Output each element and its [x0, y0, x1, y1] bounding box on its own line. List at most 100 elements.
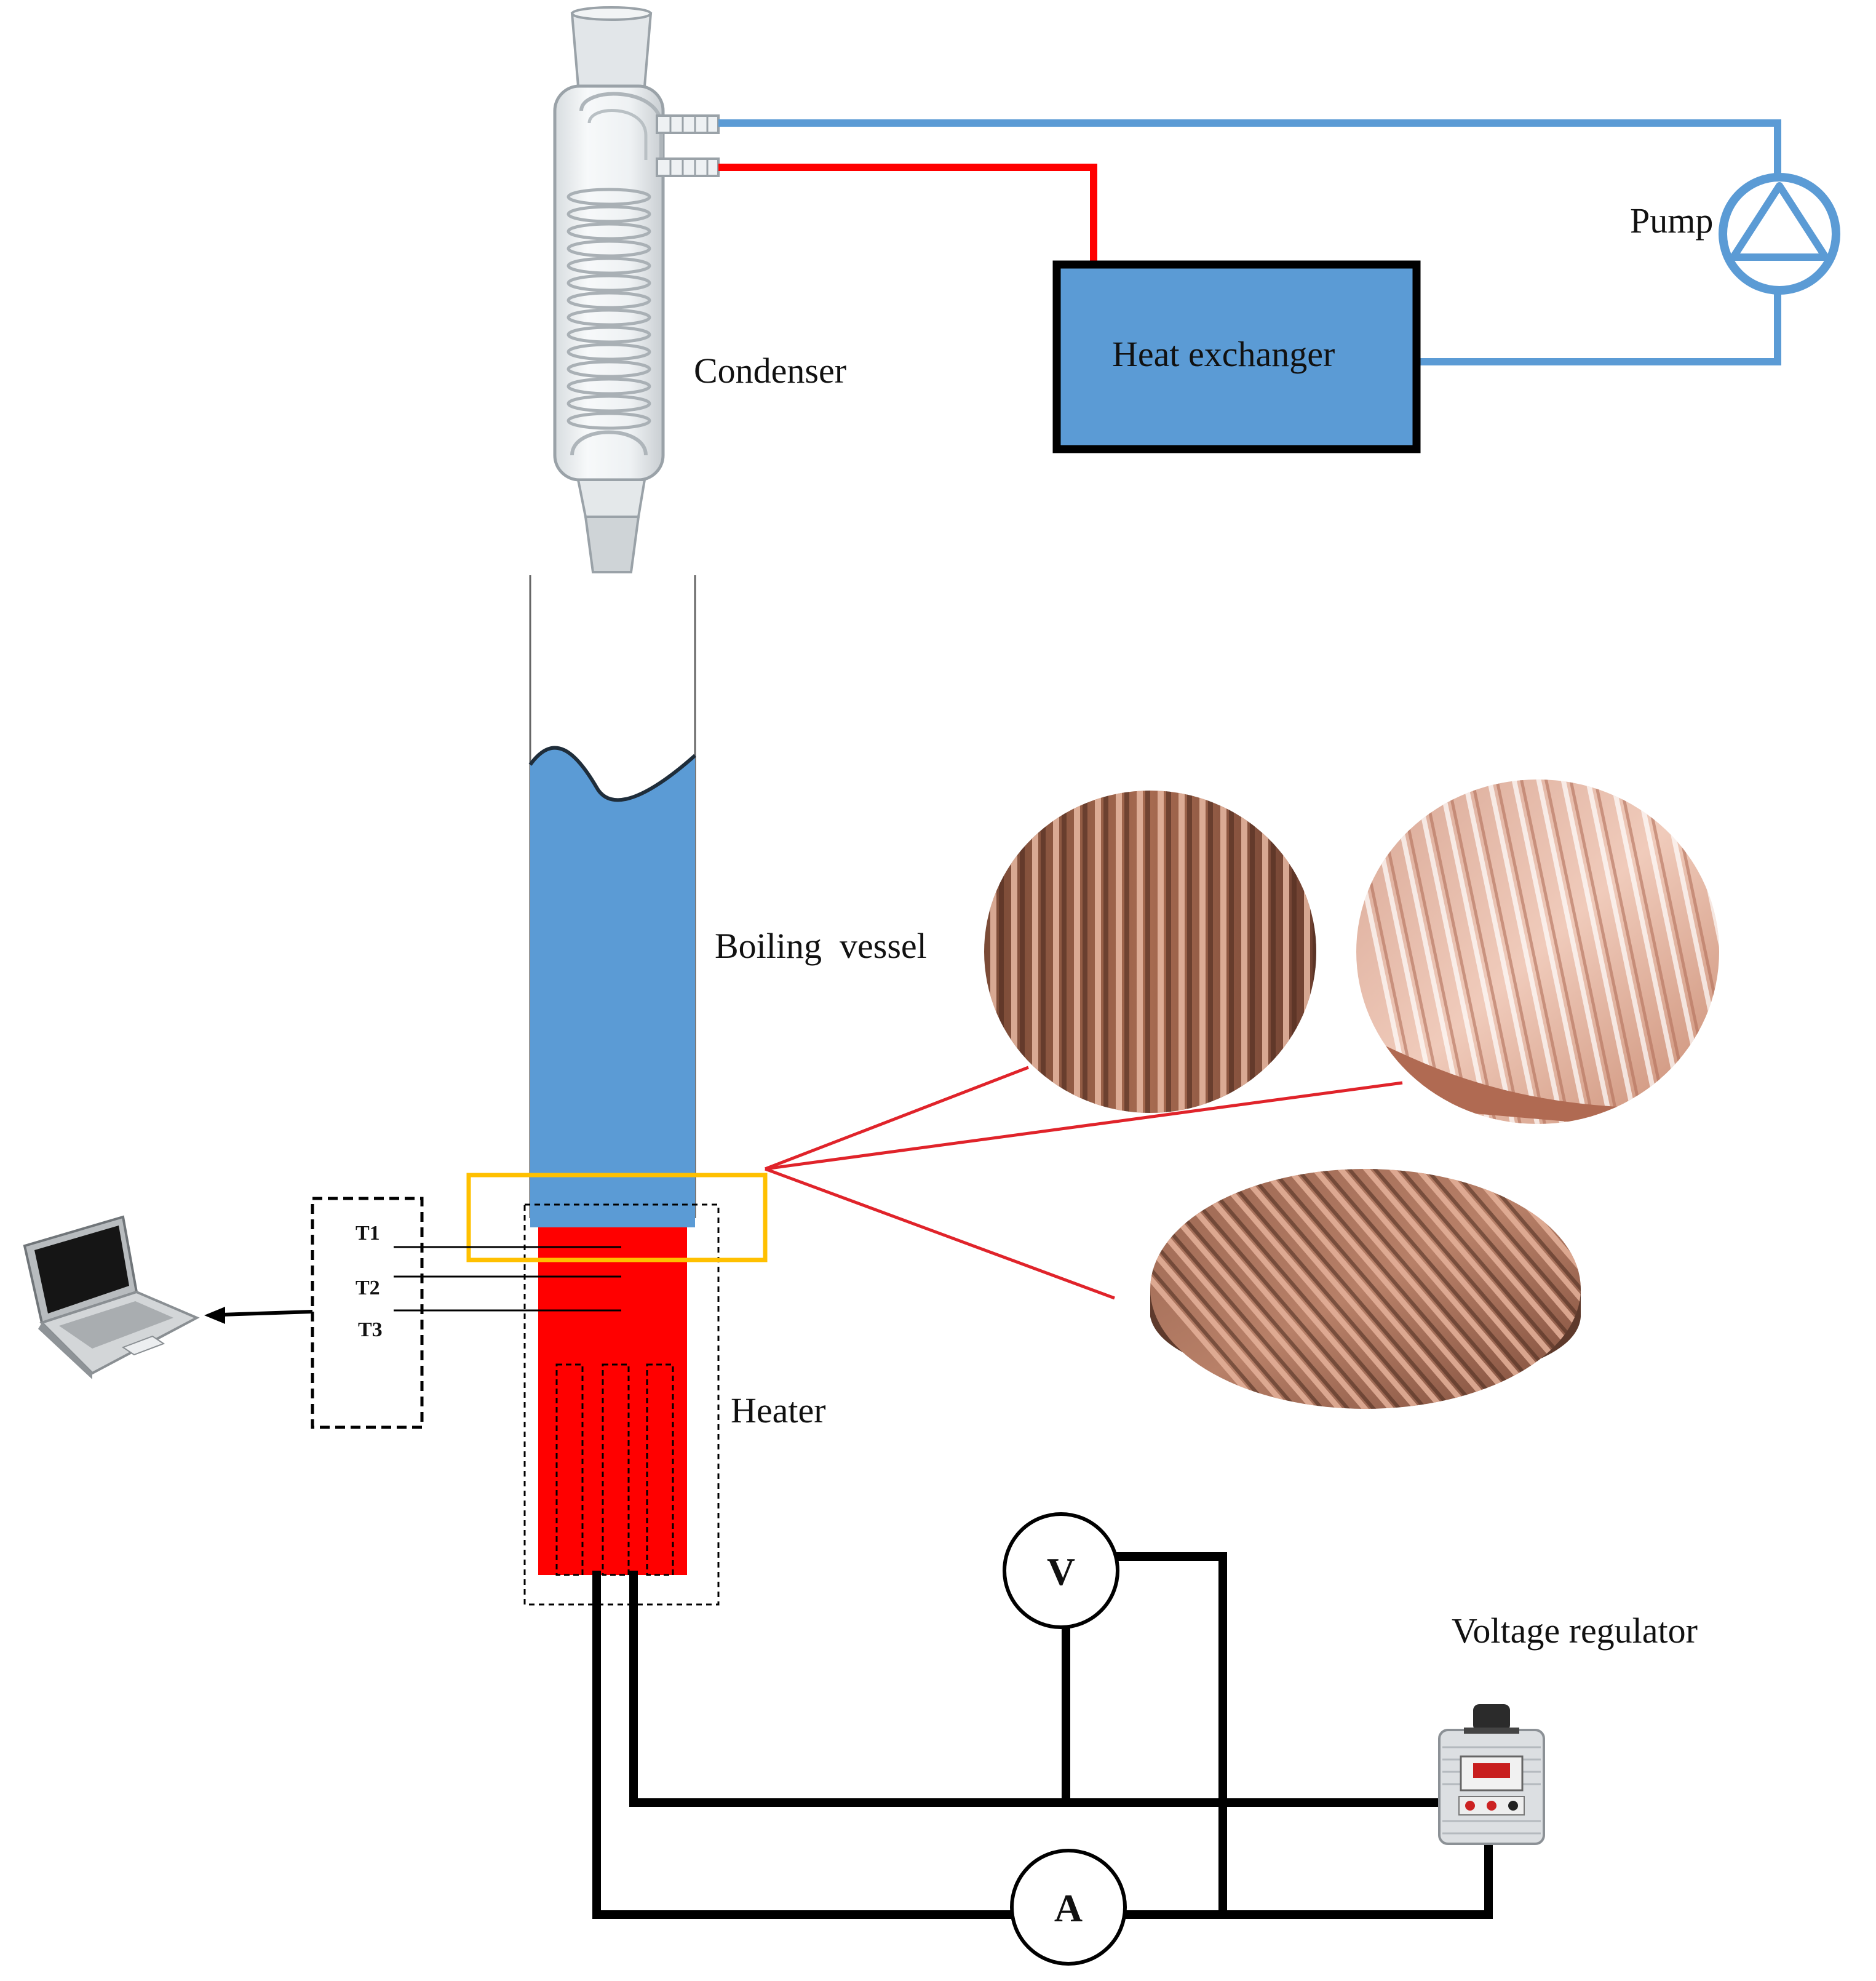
- groove-shadow: [1700, 1157, 1876, 1415]
- groove-highlight: [1095, 791, 1101, 1113]
- groove-highlight: [1431, 1169, 1581, 1409]
- groove-highlight: [1150, 1169, 1321, 1409]
- coolant-loop: [718, 119, 1781, 365]
- groove-highlight: [1224, 1169, 1450, 1409]
- coil-turn: [566, 377, 651, 396]
- zoom-lines: [765, 1066, 1403, 1300]
- groove-highlight: [1437, 779, 1516, 1124]
- groove-highlight: [1560, 1169, 1581, 1409]
- groove-shadow: [1124, 791, 1129, 1113]
- wire-voltmeter-return: [1115, 1552, 1227, 1919]
- coil-turn: [566, 222, 651, 241]
- groove-shadow: [1420, 779, 1498, 1124]
- heat-exchanger: [1052, 260, 1421, 453]
- groove-shadow: [1726, 1157, 1876, 1415]
- groove-highlight: [1262, 791, 1268, 1113]
- groove-shadow: [1568, 779, 1645, 1124]
- voltage-regulator-label: Voltage regulator: [1452, 1611, 1698, 1651]
- groove-shadow: [1259, 1169, 1484, 1409]
- liquid-column: [530, 747, 695, 1227]
- groove-highlight: [1304, 791, 1310, 1113]
- groove-highlight: [1735, 775, 1808, 1126]
- groove-shadow: [1020, 791, 1025, 1113]
- groove-shadow: [1145, 791, 1150, 1113]
- groove-shadow: [1229, 791, 1234, 1113]
- surface-image-disk-grooves: [1150, 1157, 1876, 1415]
- groove-highlight: [1198, 1169, 1425, 1409]
- groove-highlight: [1250, 1169, 1476, 1409]
- groove-shadow: [1208, 791, 1213, 1113]
- coil-turn: [566, 291, 651, 309]
- groove-highlight: [1276, 1169, 1502, 1409]
- groove-highlight: [1137, 791, 1143, 1113]
- groove-shadow: [999, 791, 1004, 1113]
- groove-shadow: [1543, 779, 1621, 1124]
- condenser-coil: [566, 188, 651, 430]
- groove-highlight: [1511, 779, 1589, 1124]
- groove-shadow: [1150, 1169, 1278, 1409]
- coil-turn: [566, 205, 651, 223]
- boiling-vessel: [528, 575, 696, 1227]
- condenser: [553, 6, 720, 573]
- heater-label: Heater: [731, 1390, 826, 1430]
- groove-highlight: [1614, 1157, 1835, 1415]
- groove-shadow: [1150, 1169, 1329, 1409]
- groove-highlight: [1412, 779, 1491, 1124]
- wire-heater-to-regulator: [629, 1571, 1450, 1807]
- pump-to-exchanger-line: [1415, 289, 1781, 365]
- coil-turn: [566, 325, 651, 344]
- ammeter: A: [1010, 1849, 1127, 1966]
- groove-highlight: [1053, 791, 1059, 1113]
- voltage-regulator-icon: [1438, 1704, 1545, 1845]
- groove-highlight: [1707, 779, 1719, 1124]
- groove-highlight: [1535, 779, 1614, 1124]
- groove-shadow: [1494, 779, 1572, 1124]
- groove-highlight: [1327, 1169, 1554, 1409]
- groove-shadow: [1083, 791, 1087, 1113]
- test-surface-highlight: [466, 1173, 768, 1262]
- groove-highlight: [1241, 791, 1247, 1113]
- groove-highlight: [1220, 791, 1226, 1113]
- groove-highlight: [1457, 1169, 1581, 1409]
- coil-turn: [566, 274, 651, 292]
- groove-shadow: [1466, 1169, 1581, 1409]
- groove-shadow: [1233, 1169, 1458, 1409]
- groove-shadow: [1207, 1169, 1433, 1409]
- laptop-icon: [23, 1215, 200, 1379]
- groove-shadow: [1414, 1169, 1581, 1409]
- groove-shadow: [1313, 791, 1316, 1113]
- groove-highlight: [1116, 791, 1122, 1113]
- coil-turn: [566, 394, 651, 413]
- groove-highlight: [1405, 1169, 1581, 1409]
- groove-shadow: [1597, 1157, 1818, 1415]
- voltmeter: V: [1003, 1512, 1119, 1629]
- thermocouple-label-t1: T1: [356, 1222, 380, 1245]
- coil-turn: [566, 308, 651, 327]
- heater: [523, 1203, 720, 1606]
- data-arrow-line: [221, 1310, 313, 1317]
- coil-turn: [566, 343, 651, 361]
- groove-shadow: [1569, 1169, 1581, 1409]
- groove-shadow: [1150, 1169, 1303, 1409]
- groove-highlight: [1032, 791, 1038, 1113]
- groove-highlight: [1691, 1157, 1876, 1415]
- electrical-circuit: [592, 1552, 1493, 1919]
- hot-water-line: [718, 164, 1097, 265]
- groove-highlight: [1486, 779, 1565, 1124]
- pump-label: Pump: [1630, 201, 1713, 241]
- groove-highlight: [1150, 1169, 1295, 1409]
- groove-highlight: [1640, 1157, 1861, 1415]
- voltmeter-label: V: [1047, 1550, 1075, 1593]
- groove-shadow: [1271, 791, 1276, 1113]
- groove-shadow: [1187, 791, 1192, 1113]
- groove-highlight: [1150, 1169, 1270, 1409]
- ammeter-label: A: [1054, 1886, 1083, 1930]
- groove-highlight: [1666, 1157, 1876, 1415]
- groove-shadow: [1311, 1169, 1536, 1409]
- thermocouple-label-t2: T2: [356, 1277, 380, 1299]
- groove-shadow: [1519, 779, 1596, 1124]
- coil-turn: [566, 360, 651, 378]
- groove-shadow: [1103, 791, 1108, 1113]
- coil-turn: [566, 412, 651, 430]
